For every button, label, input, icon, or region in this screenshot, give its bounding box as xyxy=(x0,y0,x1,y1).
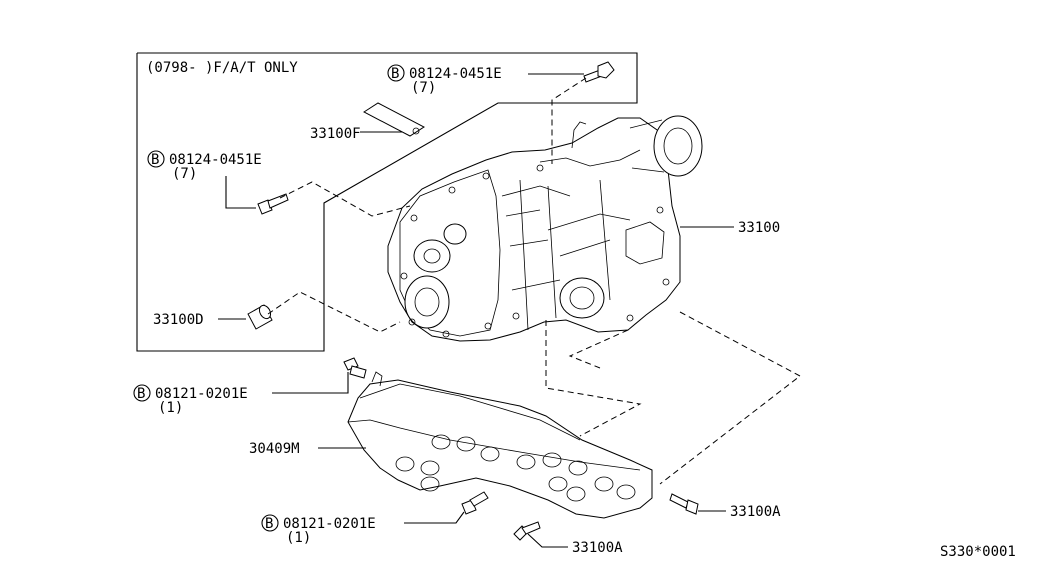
screw-bottom-label: 33100A xyxy=(572,540,623,556)
cover-label: 30409M xyxy=(249,441,300,457)
bolt-lower-qty: (1) xyxy=(286,530,311,546)
bolt-upper-left-code: 08124-0451E xyxy=(169,152,262,168)
dowel-pin-33100d xyxy=(247,304,273,330)
bolt-upper-right-code: 08124-0451E xyxy=(409,66,502,82)
bolt-upper-right-qty: (7) xyxy=(411,80,436,96)
plate-33100f xyxy=(363,102,425,137)
bolt-mid-qty: (1) xyxy=(158,400,183,416)
bolt-marker-2 xyxy=(147,150,165,168)
screw-right xyxy=(669,493,699,515)
bolt-marker-1-letter: B xyxy=(391,66,399,82)
inset-frame xyxy=(136,52,638,352)
bolt-marker-1 xyxy=(387,64,405,82)
inset-note: (0798- )F/A/T ONLY xyxy=(146,60,298,76)
bolt-marker-2-letter: B xyxy=(151,152,159,168)
bolt-marker-4 xyxy=(261,514,279,532)
bolt-mid xyxy=(343,357,367,379)
plate-label: 33100F xyxy=(310,126,361,142)
screw-bottom xyxy=(513,521,541,541)
bolt-lower xyxy=(461,491,489,515)
diagram-id: S330*0001 xyxy=(940,544,1016,560)
bolt-upper-left xyxy=(257,193,289,215)
bolt-marker-4-letter: B xyxy=(265,516,273,532)
bolt-marker-3 xyxy=(133,384,151,402)
assembly-lines xyxy=(267,77,801,485)
leader-lines xyxy=(218,73,734,548)
bolt-mid-code: 08121-0201E xyxy=(155,386,248,402)
transfer-assembly-label: 33100 xyxy=(738,220,780,236)
bolt-lower-code: 08121-0201E xyxy=(283,516,376,532)
bolt-marker-3-letter: B xyxy=(137,386,145,402)
dowel-label: 33100D xyxy=(153,312,204,328)
bolt-upper-right xyxy=(583,61,615,83)
cover-30409m xyxy=(347,371,653,519)
transfer-case-assembly xyxy=(387,115,703,342)
bolt-upper-left-qty: (7) xyxy=(172,166,197,182)
screw-right-label: 33100A xyxy=(730,504,781,520)
